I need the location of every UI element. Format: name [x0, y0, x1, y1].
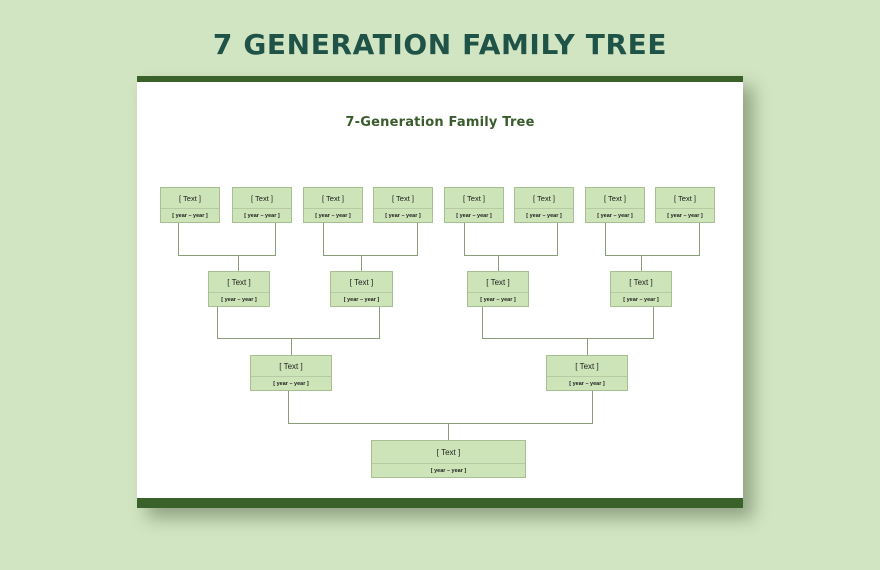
tree-node-g3-2[interactable]: [ Text ] [ year – year ]: [546, 355, 628, 391]
node-years: [ year – year ]: [161, 208, 219, 222]
node-name: [ Text ]: [227, 278, 251, 287]
tree-node-g2-4[interactable]: [ Text ] [ year – year ]: [610, 271, 672, 307]
family-tree-diagram: [ Text ] [ year – year ] [ Text ] [ year…: [137, 82, 743, 498]
node-name: [ Text ]: [436, 448, 461, 457]
node-name: [ Text ]: [322, 194, 344, 203]
node-years: [ year – year ]: [656, 208, 714, 222]
tree-node-g1-2[interactable]: [ Text ] [ year – year ]: [232, 187, 292, 223]
node-name: [ Text ]: [486, 278, 510, 287]
connector-line: [482, 307, 483, 338]
node-name: [ Text ]: [279, 362, 303, 371]
tree-node-g1-8[interactable]: [ Text ] [ year – year ]: [655, 187, 715, 223]
connector-line: [448, 423, 449, 440]
connector-line: [587, 338, 588, 355]
connector-line: [323, 223, 324, 255]
page-title: 7 GENERATION FAMILY TREE: [212, 28, 668, 61]
node-years: [ year – year ]: [611, 292, 671, 306]
node-years: [ year – year ]: [331, 292, 392, 306]
node-name: [ Text ]: [463, 194, 485, 203]
connector-line: [323, 255, 418, 256]
tree-node-g1-6[interactable]: [ Text ] [ year – year ]: [514, 187, 574, 223]
document-title: 7-Generation Family Tree: [345, 115, 535, 130]
tree-node-g2-1[interactable]: [ Text ] [ year – year ]: [208, 271, 270, 307]
node-name: [ Text ]: [251, 194, 273, 203]
node-name: [ Text ]: [533, 194, 555, 203]
connector-line: [238, 255, 239, 271]
node-years: [ year – year ]: [304, 208, 362, 222]
document-canvas: 7-Generation Family Tree [ Text ] [ year…: [137, 76, 743, 508]
connector-line: [288, 423, 593, 424]
node-years: [ year – year ]: [372, 463, 525, 477]
node-years: [ year – year ]: [468, 292, 528, 306]
connector-line: [653, 307, 654, 338]
node-name: [ Text ]: [349, 278, 374, 287]
connector-line: [417, 223, 418, 255]
node-name: [ Text ]: [629, 278, 653, 287]
connector-line: [605, 255, 700, 256]
tree-node-g1-7[interactable]: [ Text ] [ year – year ]: [585, 187, 645, 223]
connector-line: [557, 223, 558, 255]
connector-line: [379, 307, 380, 338]
connector-line: [482, 338, 654, 339]
tree-node-g1-3[interactable]: [ Text ] [ year – year ]: [303, 187, 363, 223]
connector-line: [217, 307, 218, 338]
node-name: [ Text ]: [392, 194, 414, 203]
node-years: [ year – year ]: [547, 376, 627, 390]
tree-node-g3-1[interactable]: [ Text ] [ year – year ]: [250, 355, 332, 391]
node-years: [ year – year ]: [374, 208, 432, 222]
tree-node-g2-3[interactable]: [ Text ] [ year – year ]: [467, 271, 529, 307]
node-name: [ Text ]: [179, 194, 201, 203]
connector-line: [498, 255, 499, 271]
connector-line: [178, 255, 276, 256]
connector-line: [464, 223, 465, 255]
node-years: [ year – year ]: [586, 208, 644, 222]
connector-line: [275, 223, 276, 255]
tree-node-g1-4[interactable]: [ Text ] [ year – year ]: [373, 187, 433, 223]
node-name: [ Text ]: [604, 194, 626, 203]
connector-line: [641, 255, 642, 271]
node-years: [ year – year ]: [515, 208, 573, 222]
connector-line: [178, 223, 179, 255]
tree-node-g2-2[interactable]: [ Text ] [ year – year ]: [330, 271, 393, 307]
tree-node-g1-5[interactable]: [ Text ] [ year – year ]: [444, 187, 504, 223]
node-years: [ year – year ]: [209, 292, 269, 306]
node-years: [ year – year ]: [233, 208, 291, 222]
node-name: [ Text ]: [575, 362, 599, 371]
node-name: [ Text ]: [674, 194, 696, 203]
connector-line: [605, 223, 606, 255]
tree-node-g4-1[interactable]: [ Text ] [ year – year ]: [371, 440, 526, 478]
connector-line: [464, 255, 558, 256]
node-years: [ year – year ]: [251, 376, 331, 390]
connector-line: [592, 391, 593, 423]
node-years: [ year – year ]: [445, 208, 503, 222]
connector-line: [291, 338, 292, 355]
connector-line: [361, 255, 362, 271]
connector-line: [288, 391, 289, 423]
tree-node-g1-1[interactable]: [ Text ] [ year – year ]: [160, 187, 220, 223]
connector-line: [699, 223, 700, 255]
connector-line: [217, 338, 380, 339]
